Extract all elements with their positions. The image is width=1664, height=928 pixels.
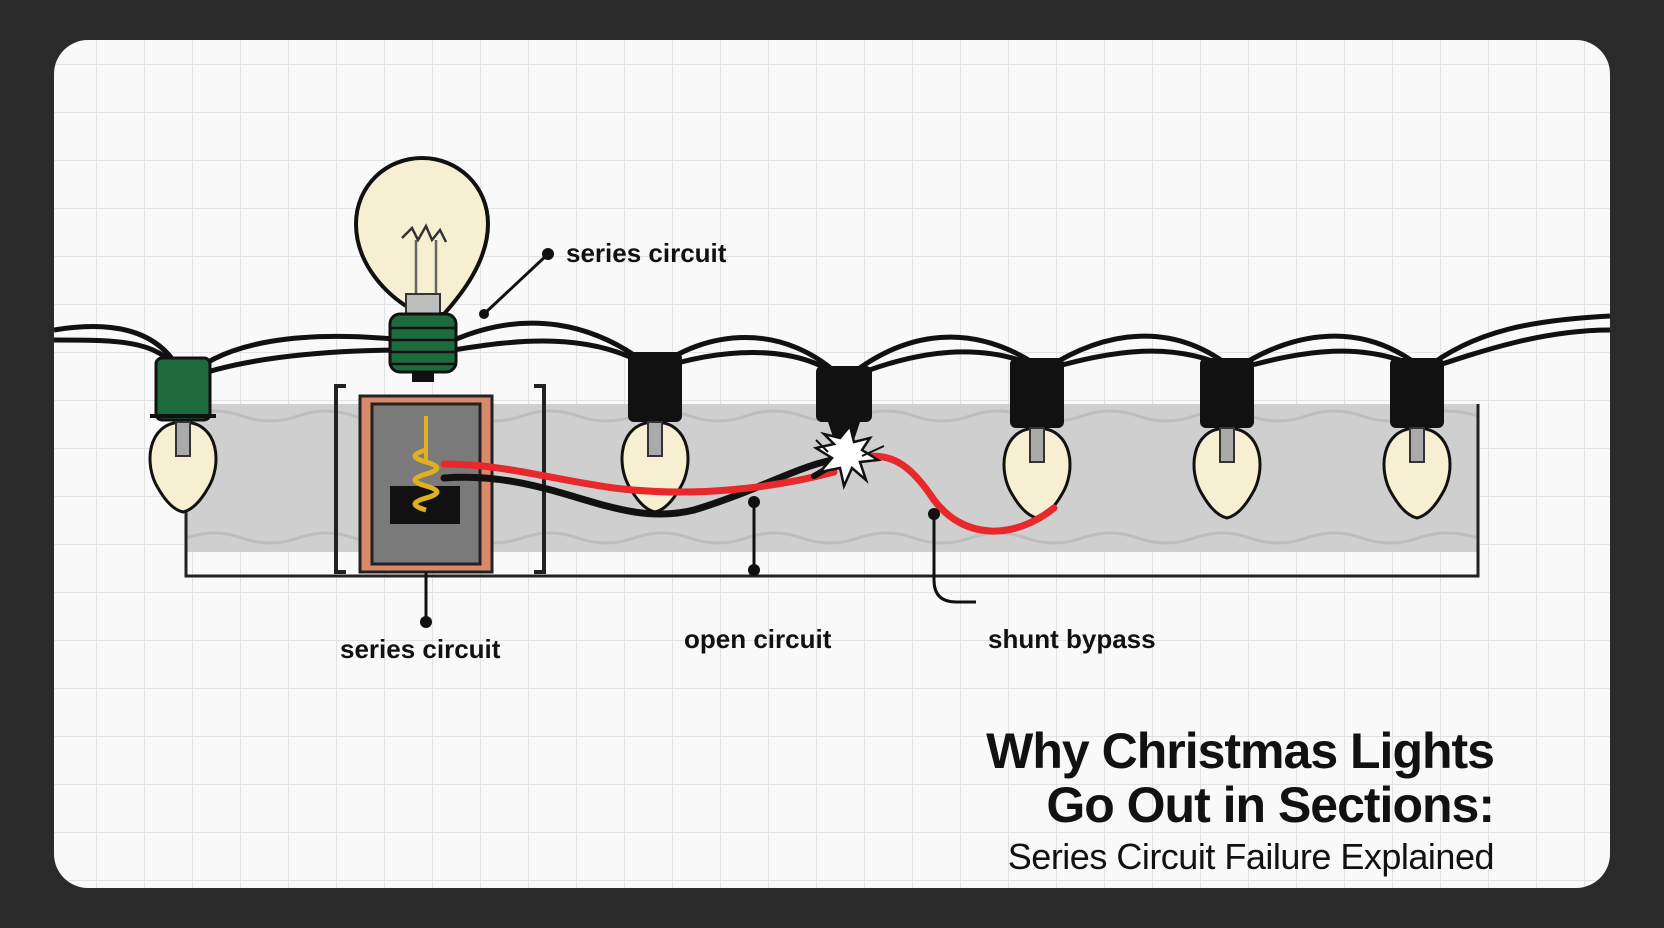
title-block: Why Christmas Lights Go Out in Sections:… (986, 723, 1495, 878)
title-line-1: Why Christmas Lights (986, 723, 1495, 779)
label-open-circuit: open circuit (684, 624, 832, 654)
subtitle: Series Circuit Failure Explained (1007, 836, 1495, 877)
spark-break-icon (812, 423, 885, 490)
callout-dots (420, 248, 940, 628)
title-line-2: Go Out in Sections: (1046, 777, 1495, 833)
incandescent-bulb-icon (353, 155, 491, 382)
callout-labels: series circuit series circuit open circu… (340, 238, 1156, 664)
socket-cutaway (358, 394, 494, 574)
small-bulb-1 (148, 356, 218, 514)
label-shunt-bypass: shunt bypass (988, 624, 1156, 654)
label-series-circuit-top: series circuit (566, 238, 727, 268)
small-bulb-5 (1382, 358, 1452, 520)
label-series-circuit-bottom: series circuit (340, 634, 501, 664)
small-bulb-4 (1192, 358, 1262, 520)
diagram-card: series circuit series circuit open circu… (54, 40, 1610, 888)
circuit-diagram: series circuit series circuit open circu… (54, 155, 1610, 664)
small-bulb-3 (1002, 358, 1072, 520)
callout-lines (424, 252, 976, 620)
